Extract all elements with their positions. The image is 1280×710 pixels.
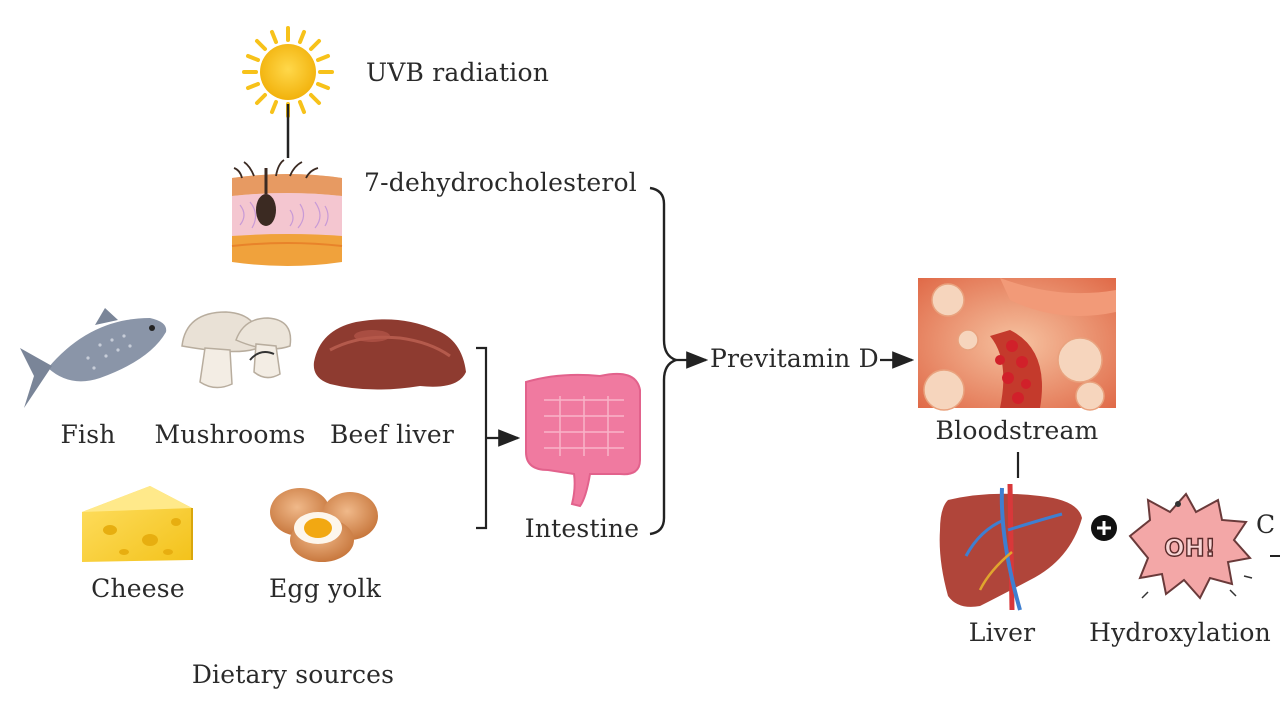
liver-label: Liver: [968, 618, 1036, 647]
cheese-icon: [82, 486, 193, 562]
main-bracket: [649, 186, 680, 536]
beef-liver-icon: [313, 319, 466, 390]
hydroxylation-label: Hydroxylation: [1089, 618, 1271, 647]
plus-icon: [1091, 515, 1117, 541]
fish-label: Fish: [60, 420, 116, 449]
sun-icon: [242, 26, 334, 118]
uvb-label: UVB radiation: [366, 58, 549, 87]
intestine-label: Intestine: [524, 514, 640, 543]
cut-off-label: C: [1256, 510, 1276, 539]
mushrooms-icon: [181, 311, 292, 389]
oh-burst-text: OH!: [1164, 534, 1215, 562]
intestine-icon: [525, 372, 641, 508]
bloodstream-label: Bloodstream: [935, 416, 1099, 445]
dehydrocholesterol-label: 7-dehydrocholesterol: [364, 168, 637, 197]
cheese-label: Cheese: [91, 574, 185, 603]
dietary-sources-label: Dietary sources: [191, 660, 395, 689]
dietary-bracket: [476, 346, 488, 530]
bloodstream-icon: [918, 278, 1116, 411]
previtamin-label: Previtamin D: [710, 344, 879, 373]
egg-yolk-label: Egg yolk: [268, 574, 382, 603]
fish-icon: [20, 308, 167, 408]
liver-icon: [939, 483, 1082, 611]
beef-liver-label: Beef liver: [329, 420, 455, 449]
hydroxylation-icon: OH!: [1128, 492, 1253, 600]
egg-yolk-icon: [270, 488, 378, 562]
skin-icon: [231, 159, 343, 266]
mushrooms-label: Mushrooms: [154, 420, 306, 449]
